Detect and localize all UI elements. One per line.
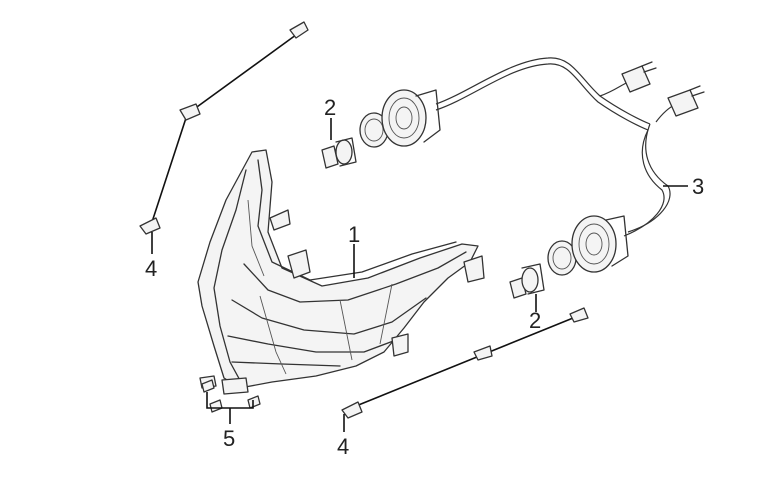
callout-leaders	[151, 118, 688, 432]
callout-2-upper: 2	[324, 95, 336, 120]
callout-4-right: 4	[337, 434, 349, 459]
screw-right	[341, 307, 589, 419]
callout-1: 1	[348, 222, 360, 247]
headlight-assembly	[197, 149, 485, 395]
screw-left	[139, 21, 309, 235]
bulb-upper	[321, 89, 441, 169]
wiring-harness	[435, 57, 705, 237]
callout-2-lower: 2	[529, 308, 541, 333]
callout-5: 5	[223, 426, 235, 451]
bulb-lower	[509, 215, 629, 299]
callout-3: 3	[692, 174, 704, 199]
callout-4-left: 4	[145, 256, 157, 281]
